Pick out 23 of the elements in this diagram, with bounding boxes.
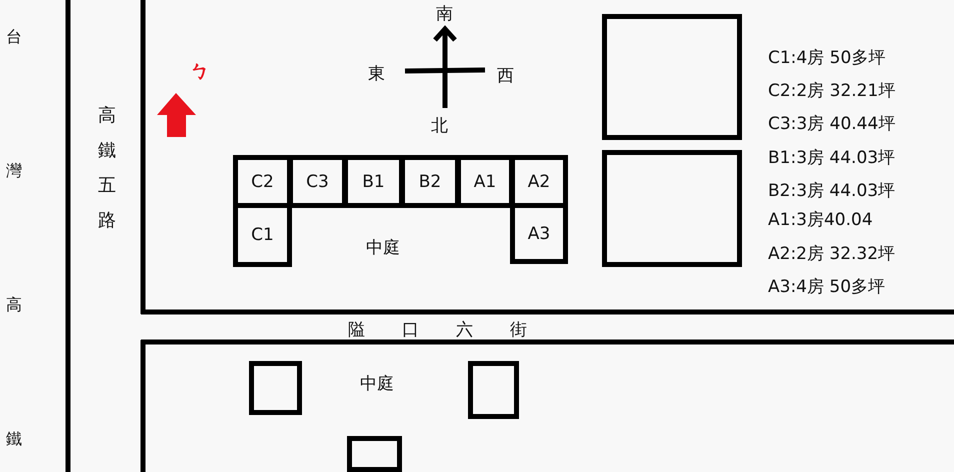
building-box (249, 361, 302, 415)
map-label: 西 (497, 65, 514, 87)
unit-spec: C1:4房 50多坪 (768, 47, 886, 69)
map-label: 北 (431, 115, 448, 137)
map-label: 東 (368, 63, 385, 85)
map-label: 中庭 (360, 373, 394, 395)
unit-spec: B1:3房 44.03坪 (768, 147, 896, 169)
unit-spec: A2:2房 32.32坪 (768, 243, 896, 265)
unit-spec: A3:4房 50多坪 (768, 276, 886, 298)
building-box (602, 14, 742, 140)
unit-spec: A1:3房40.04 (768, 209, 873, 231)
unit-spec: C3:3房 40.44坪 (768, 113, 896, 135)
building-box (347, 436, 402, 472)
building-box (602, 150, 742, 267)
unit-spec: C2:2房 32.21坪 (768, 80, 896, 102)
map-label: 南 (436, 3, 453, 25)
road-name: 台灣高鐵 (6, 26, 22, 450)
building-box (468, 361, 519, 419)
unit-spec: B2:3房 44.03坪 (768, 180, 896, 202)
road-name: 高鐵五路 (98, 104, 116, 233)
road-name: 隘口六街 (348, 319, 564, 341)
marker-label: ㄅ (190, 58, 210, 85)
map-label: 中庭 (366, 237, 400, 259)
